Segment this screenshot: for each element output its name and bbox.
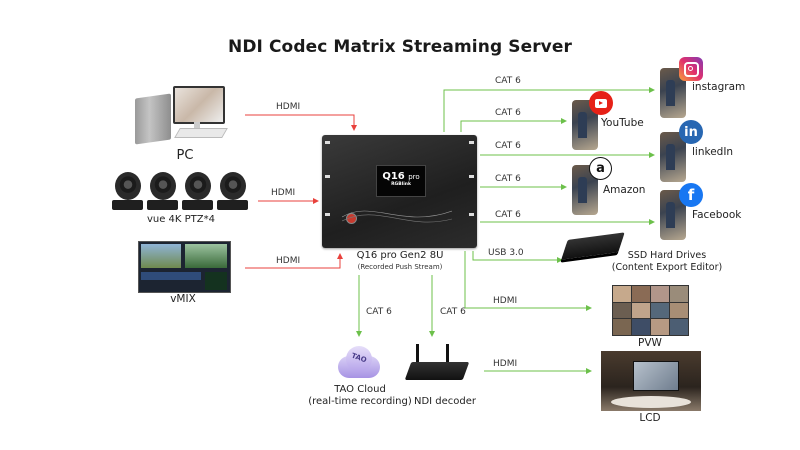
youtube-icon	[589, 91, 613, 115]
amazon-label: Amazon	[603, 184, 646, 196]
linkedin-icon: in	[679, 120, 703, 144]
ssd-label: SSD Hard Drives	[627, 250, 707, 261]
facebook-stream-thumbnail	[660, 190, 686, 240]
server-brand: RGBlink	[391, 182, 411, 187]
tao-cloud-label: TAO Cloud	[334, 384, 386, 395]
ssd-subtitle: (Content Export Editor)	[611, 262, 723, 273]
label-youtube-connection: CAT 6	[495, 108, 521, 118]
instagram-icon	[679, 57, 703, 81]
pc-label: PC	[176, 148, 194, 163]
linkedin-label: linkedIn	[692, 146, 734, 158]
server-screen-model: Q16	[382, 171, 405, 182]
pc-icon	[133, 82, 233, 145]
lcd-screen-icon	[601, 351, 701, 411]
label-pvw-connection: HDMI	[493, 296, 518, 306]
label-ptz-connection: HDMI	[271, 188, 296, 198]
ptz-camera-icon	[112, 172, 250, 212]
server-name: Q16 pro Gen2 8U	[356, 250, 444, 261]
vmix-screen-icon	[138, 241, 231, 293]
label-vmix-connection: HDMI	[276, 256, 301, 266]
cloud-icon: TAO	[336, 344, 382, 380]
wire-vmix	[245, 253, 343, 269]
server-display: Q16 pro RGBlink	[376, 165, 426, 197]
pvw-label: PVW	[638, 337, 662, 349]
label-pc-connection: HDMI	[276, 102, 301, 112]
label-linkedin-connection: CAT 6	[495, 141, 521, 151]
label-amazon-connection: CAT 6	[495, 174, 521, 184]
power-button-icon	[346, 213, 357, 224]
wire-pvw	[464, 251, 592, 311]
youtube-label: YouTube	[601, 117, 644, 129]
label-lcd-connection: HDMI	[493, 359, 518, 369]
server-subtitle: (Recorded Push Stream)	[357, 263, 443, 271]
ndi-decoder-label: NDI decoder	[413, 396, 477, 407]
decoder-icon	[404, 344, 470, 384]
label-decoder-connection: CAT 6	[440, 307, 466, 317]
q16-server-icon: Q16 pro RGBlink	[322, 135, 477, 248]
wire-ssd	[472, 251, 563, 263]
wire-instagram	[443, 87, 655, 132]
label-ssd-connection: USB 3.0	[488, 248, 524, 258]
facebook-label: Facebook	[692, 209, 742, 221]
server-screen-suffix: pro	[408, 173, 420, 181]
ptz-label: vue 4K PTZ*4	[146, 214, 216, 225]
instagram-label: instagram	[692, 81, 746, 93]
diagram-title: NDI Codec Matrix Streaming Server	[228, 37, 572, 57]
facebook-icon: f	[679, 183, 703, 207]
label-facebook-connection: CAT 6	[495, 210, 521, 220]
pvw-screen-icon	[612, 285, 689, 336]
vmix-label: vMIX	[170, 293, 196, 305]
label-tao-connection: CAT 6	[366, 307, 392, 317]
lcd-label: LCD	[639, 412, 661, 424]
label-instagram-connection: CAT 6	[495, 76, 521, 86]
wire-youtube	[460, 118, 567, 132]
tao-cloud-subtitle: (real-time recording)	[308, 396, 412, 407]
amazon-icon: a	[589, 157, 612, 180]
wire-pc	[245, 114, 357, 131]
